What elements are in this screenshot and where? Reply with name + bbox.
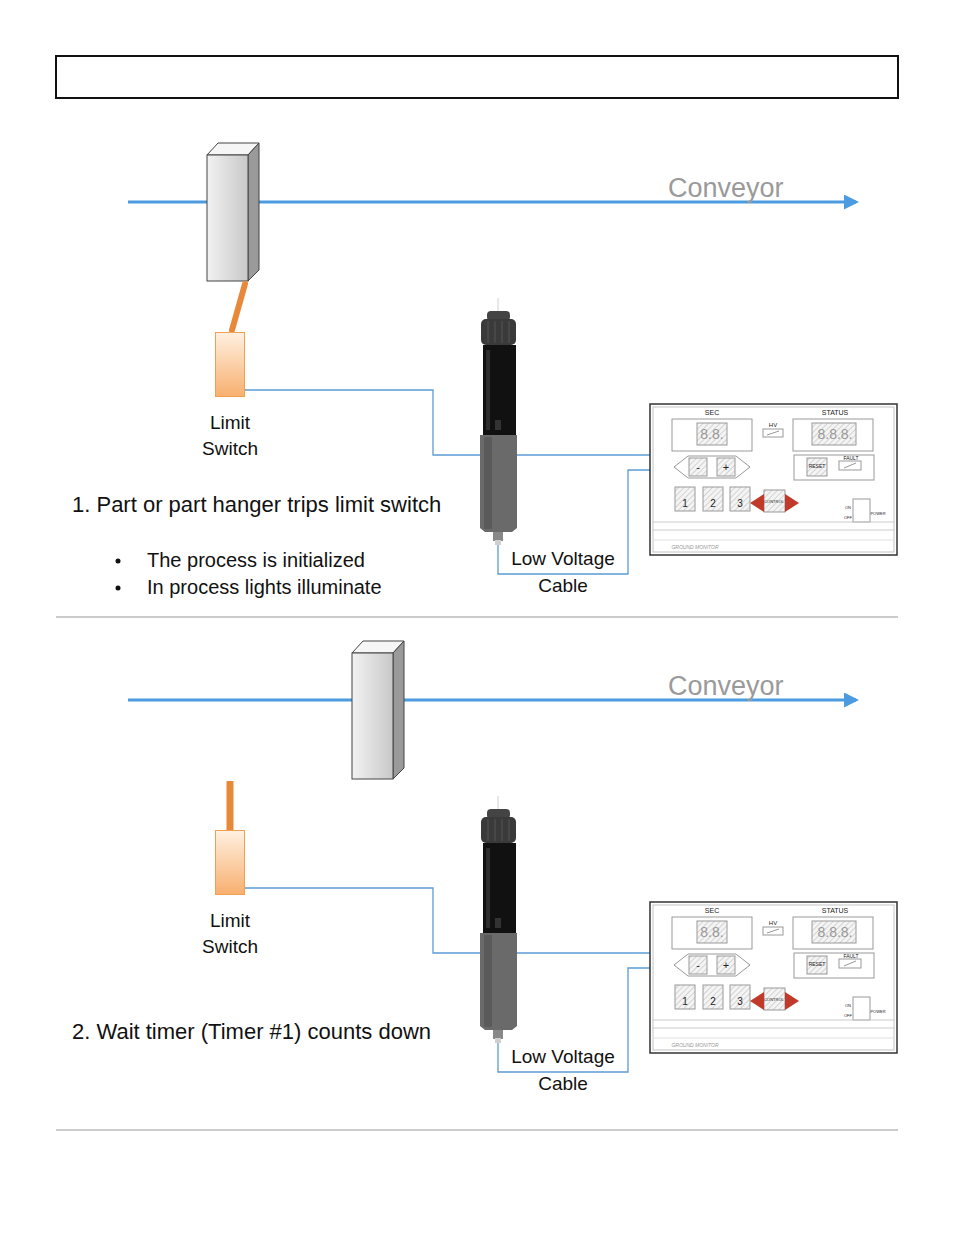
part-hanger-part (393, 641, 404, 779)
button-label: CONTROL (764, 500, 784, 504)
readout-digits: 8.8. (700, 925, 723, 939)
button-label: + (723, 462, 729, 473)
switch-label: HV (769, 422, 777, 428)
switch-label: Limit Switch (194, 908, 266, 960)
part-hanger-part (207, 155, 248, 281)
switch-label: OFF (844, 1014, 852, 1018)
bullet (116, 559, 121, 564)
switch-lever (232, 284, 245, 330)
switch-label: ON (845, 506, 851, 510)
part-hanger (352, 641, 404, 779)
readout-heading: STATUS (822, 409, 849, 416)
button-label: RESET (809, 962, 826, 967)
readout-digits: 8.8.8. (817, 925, 852, 939)
limit-switch: Limit Switch (215, 830, 245, 895)
separator (56, 617, 898, 618)
readout-heading: SEC (705, 907, 719, 914)
conveyor-label: Conveyor (668, 172, 784, 204)
button-label: 3 (737, 997, 743, 1007)
button-label: 2 (710, 997, 716, 1007)
readout-heading: SEC (705, 409, 719, 416)
button-label: FAULT (843, 456, 858, 461)
panel-name: GROUND MONITOR (671, 545, 718, 550)
bullet (116, 586, 121, 591)
button-label: FAULT (843, 954, 858, 959)
conveyor-label: Conveyor (668, 670, 784, 702)
step-text: 2. Wait timer (Timer #1) counts down (72, 1017, 472, 1047)
button-label: 3 (737, 499, 743, 509)
title-box (56, 56, 898, 98)
button-label: CONTROL (764, 998, 784, 1002)
button-label: + (723, 960, 729, 971)
switch-label: HV (769, 920, 777, 926)
switch-lever (227, 781, 234, 830)
readout-digits: 8.8. (700, 427, 723, 441)
button-label: 1 (682, 997, 688, 1007)
button-label: RESET (809, 464, 826, 469)
limit-switch: Limit Switch (215, 332, 245, 397)
button-label: - (696, 462, 700, 473)
switch-label: POWER (870, 1010, 885, 1014)
part-hanger-part (248, 143, 259, 281)
switch-label: POWER (870, 512, 885, 516)
cable-label: Low Voltage Cable (503, 1043, 623, 1097)
button-label: - (696, 960, 700, 971)
switch-label: Limit Switch (194, 410, 266, 462)
switch-label: ON (845, 1004, 851, 1008)
bullet-text: In process lights illuminate (147, 574, 467, 601)
cable-label: Low Voltage Cable (503, 545, 623, 599)
part-hanger (207, 143, 259, 281)
readout-digits: 8.8.8. (817, 427, 852, 441)
part-hanger-part (352, 653, 393, 779)
step-text: 1. Part or part hanger trips limit switc… (72, 490, 472, 520)
readout-heading: STATUS (822, 907, 849, 914)
button-label: 1 (682, 499, 688, 509)
switch-label: OFF (844, 516, 852, 520)
separator (56, 1130, 898, 1131)
button-label: 2 (710, 499, 716, 509)
bullet-text: The process is initialized (147, 547, 467, 574)
gun-and-control (245, 298, 897, 574)
panel-name: GROUND MONITOR (671, 1043, 718, 1048)
